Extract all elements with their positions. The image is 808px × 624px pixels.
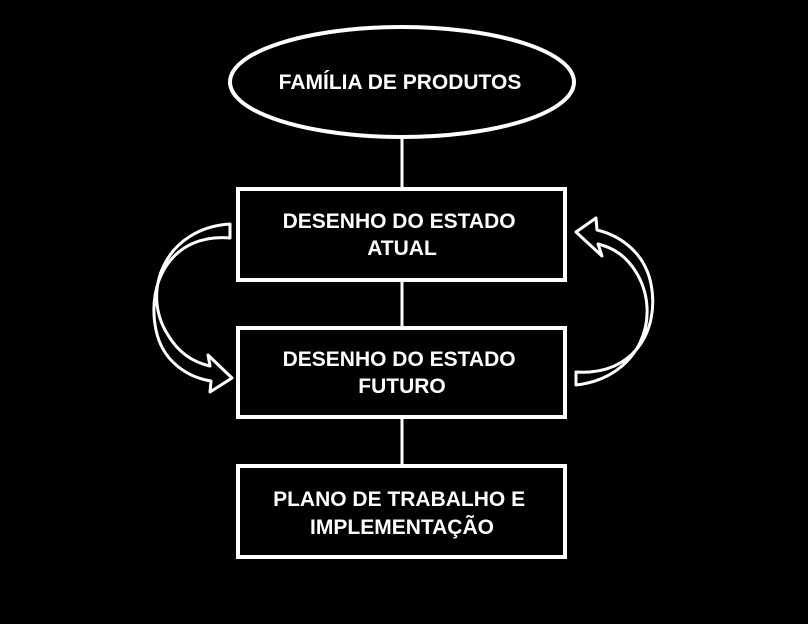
node-plano-shape (236, 464, 567, 559)
node-familia-label: FAMÍLIA DE PRODUTOS (279, 71, 522, 94)
node-familia-shape (228, 25, 576, 139)
node-plano-label: PLANO DE TRABALHO E IMPLEMENTAÇÃO (273, 488, 531, 539)
node-estado-futuro-line-2: FUTURO (358, 375, 446, 398)
node-familia-de-produtos: FAMÍLIA DE PRODUTOS (228, 25, 576, 139)
node-estado-futuro-line-1: DESENHO DO ESTADO (283, 348, 516, 371)
node-estado-atual-label: DESENHO DO ESTADO ATUAL (283, 210, 522, 260)
node-estado-futuro-label: DESENHO DO ESTADO FUTURO (283, 348, 522, 398)
node-estado-atual-shape (236, 187, 567, 282)
curved-arrow-left-icon (152, 222, 234, 394)
node-estado-futuro: DESENHO DO ESTADO FUTURO (236, 326, 567, 419)
node-estado-atual-line-1: DESENHO DO ESTADO (283, 210, 516, 233)
node-plano-line-2: IMPLEMENTAÇÃO (310, 516, 494, 539)
curved-arrow-right-icon (574, 216, 655, 387)
node-estado-atual: DESENHO DO ESTADO ATUAL (236, 187, 567, 282)
node-plano-line-1: PLANO DE TRABALHO E (273, 488, 525, 511)
node-estado-atual-line-2: ATUAL (367, 237, 437, 260)
node-estado-futuro-shape (236, 326, 567, 419)
node-plano-de-trabalho: PLANO DE TRABALHO E IMPLEMENTAÇÃO (236, 464, 567, 559)
node-familia-line-1: FAMÍLIA DE PRODUTOS (279, 71, 522, 94)
